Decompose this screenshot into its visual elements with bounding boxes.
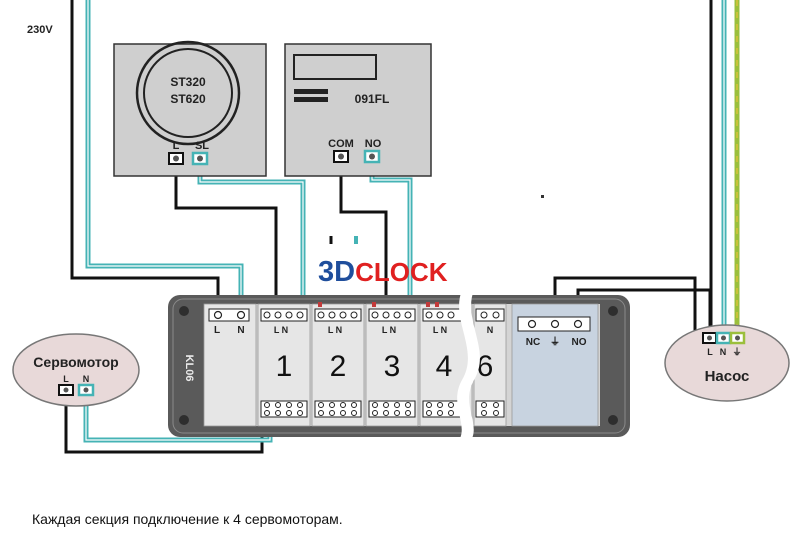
servomotor-title: Сервомотор bbox=[33, 354, 118, 370]
thermostat-model-2: ST620 bbox=[170, 92, 206, 106]
module-section-1: L N 1 bbox=[257, 303, 311, 427]
relay-nc: NC bbox=[526, 337, 540, 348]
room-thermostat: ST320 ST620 L SL bbox=[113, 40, 267, 177]
thermostat-term-l: L bbox=[173, 140, 180, 152]
svg-text:L N: L N bbox=[382, 325, 396, 335]
section-number-6: 6 bbox=[477, 350, 494, 383]
pump-term-n: N bbox=[720, 347, 727, 357]
relay-no: NO bbox=[572, 337, 587, 348]
svg-text:N: N bbox=[487, 325, 494, 335]
pump: L N ⏚ Насос bbox=[664, 324, 790, 402]
pump-thermostat-term-com: COM bbox=[328, 138, 354, 150]
section-number-2: 2 bbox=[330, 350, 347, 383]
module-section-3: L N 3 bbox=[365, 303, 419, 427]
pump-thermostat: 091FL COM NO bbox=[284, 43, 432, 177]
kl06-module: KL06 L N L N 1 L N 2 bbox=[168, 290, 630, 442]
wire-pump-thermostat-com bbox=[339, 156, 388, 306]
module-power-n: N bbox=[237, 325, 244, 336]
svg-text:L N: L N bbox=[433, 325, 447, 335]
module-break bbox=[457, 290, 480, 442]
module-model: KL06 bbox=[183, 355, 195, 382]
module-section-6: N 6 bbox=[473, 303, 507, 427]
diagram-caption: Каждая секция подключение к 4 сервомотор… bbox=[32, 511, 343, 527]
pump-term-l: L bbox=[707, 347, 713, 357]
supply-voltage-label: 230V bbox=[27, 24, 53, 36]
section-number-1: 1 bbox=[276, 350, 293, 383]
servomotor-term-l: L bbox=[63, 374, 69, 384]
relay-earth: ⏚ bbox=[550, 336, 560, 348]
pump-thermostat-model: 091FL bbox=[355, 92, 390, 106]
servomotor: Сервомотор L N bbox=[12, 333, 140, 407]
wire-supply-live bbox=[70, 0, 220, 306]
pump-term-earth: ⏚ bbox=[732, 347, 741, 357]
module-section-2: L N 2 bbox=[311, 303, 365, 427]
thermostat-term-sl: SL bbox=[195, 140, 209, 152]
module-power-l: L bbox=[214, 325, 220, 336]
svg-text:L N: L N bbox=[328, 325, 342, 335]
pump-thermostat-term-no: NO bbox=[365, 138, 382, 150]
servomotor-term-n: N bbox=[83, 374, 90, 384]
thermostat-model-1: ST320 bbox=[170, 75, 206, 89]
section-number-4: 4 bbox=[436, 350, 453, 383]
watermark: 3DCLOCK bbox=[318, 256, 448, 288]
wire-thermostat-l bbox=[174, 160, 278, 306]
svg-text:L N: L N bbox=[274, 325, 288, 335]
pump-title: Насос bbox=[705, 368, 750, 385]
section-number-3: 3 bbox=[384, 350, 401, 383]
